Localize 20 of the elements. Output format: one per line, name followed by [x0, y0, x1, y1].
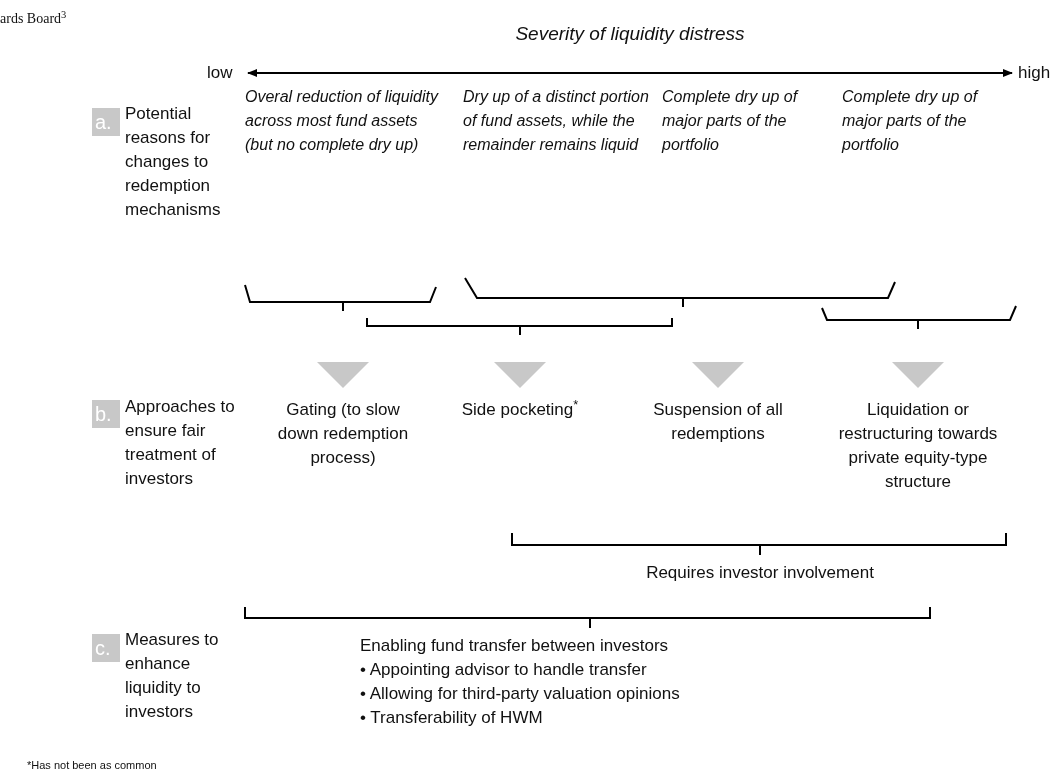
- measure-text: • Appointing advisor to handle transfer: [360, 659, 647, 681]
- footnote: *Has not been as common: [27, 758, 157, 773]
- header-fragment: ards Board$^{3}$: [0, 8, 67, 28]
- scale-title: Severity of liquidity distress: [515, 22, 745, 46]
- approach-text: Suspension of all redemptions: [652, 399, 784, 445]
- row-heading: Measures to enhance liquidity to investors: [125, 629, 220, 723]
- row-heading: Approaches to ensure fair treatment of investors: [125, 396, 236, 490]
- measure-text: Enabling fund transfer between investors: [360, 635, 669, 657]
- measure-text: • Transferability of HWM: [360, 707, 543, 729]
- approach-text: Gating (to slow down redemption process): [276, 399, 410, 469]
- approach-text: Liquidation or restructuring towards private equity-type structure: [837, 399, 999, 493]
- reason-text: Complete dry up of major parts of the portfolio: [662, 87, 800, 155]
- approach-text: Side pocketing$^{*}$: [460, 398, 580, 421]
- scale-high-label: high: [1018, 62, 1051, 84]
- bracket-caption: Requires investor involvement: [645, 562, 875, 584]
- measure-text: • Allowing for third-party valuation opinions: [360, 683, 680, 705]
- reason-text: Overal reduction of liquidity across most fund assets (but no complete dry up): [245, 87, 440, 155]
- reason-text: Complete dry up of major parts of the portfolio: [842, 87, 980, 155]
- reason-text: Dry up of a distinct portion of fund assets, while the remainder remains liquid: [463, 87, 650, 155]
- scale-low-label: low: [207, 62, 233, 84]
